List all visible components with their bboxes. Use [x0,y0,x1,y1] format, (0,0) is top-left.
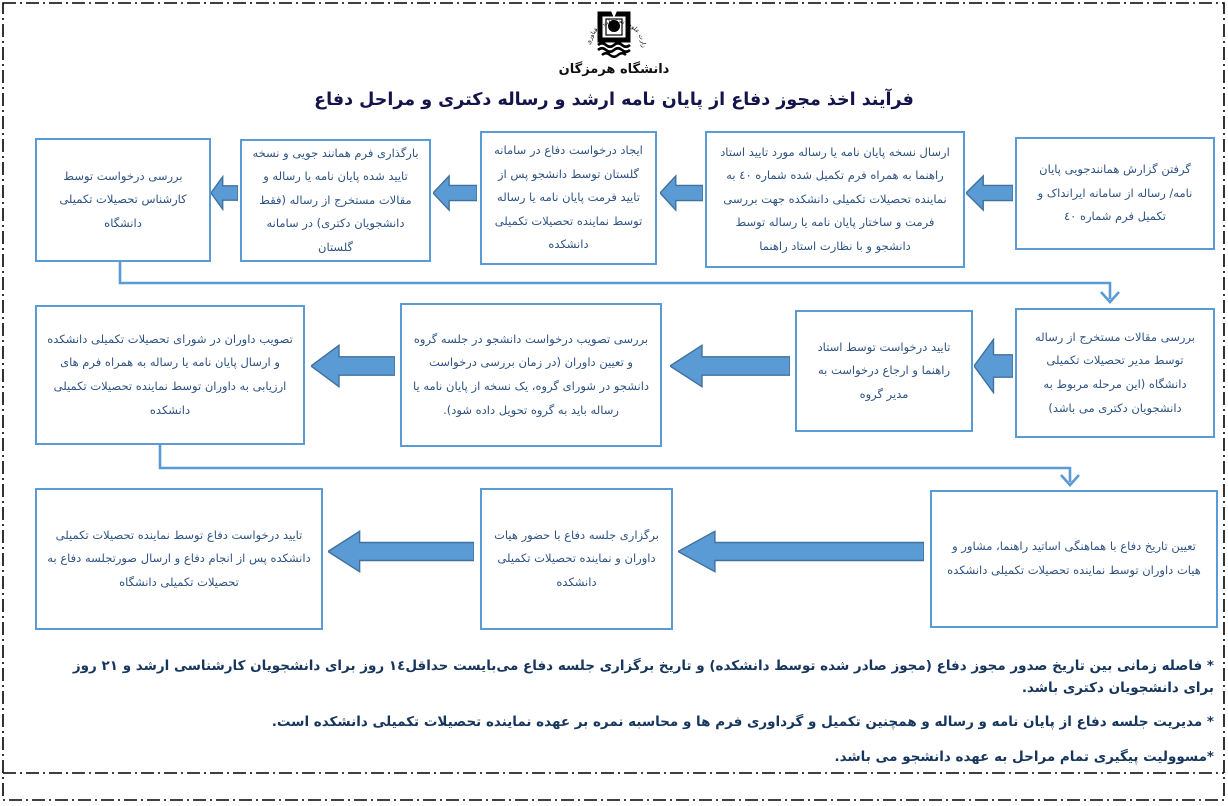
flow-step-3: ایجاد درخواست دفاع در سامانه گلستان توسط… [480,131,657,265]
note-3: *مسوولیت پیگیری تمام مراحل به عهده دانشج… [834,748,1214,765]
flow-step-5: بررسی درخواست توسط کارشناس تحصیلات تکمیل… [35,138,211,262]
connector-line [158,445,1072,482]
flow-step-2-text: ارسال نسخه پایان نامه یا رساله مورد تایی… [720,144,950,253]
ministry-logo: وزارت علوم، تحقیقات و فناوری [0,0,1228,66]
flow-step-10-text: تعیین تاریخ دفاع با هماهنگی اساتید راهنم… [947,539,1201,577]
flow-step-12: تایید درخواست دفاع توسط نماینده تحصیلات … [35,488,323,630]
flow-step-6: بررسی مقالات مستخرج از رساله توسط مدیر ت… [1015,308,1215,438]
page-title: فرآیند اخذ مجوز دفاع از پایان نامه ارشد … [314,90,914,110]
flow-step-8: بررسی تصویب درخواست دانشجو در جلسه گروه … [400,303,662,447]
flow-step-4-text: بارگذاری فرم همانند جویی و نسخه تایید شد… [252,145,419,254]
flow-step-1: گرفتن گزارش همانندجویی پایان نامه/ رساله… [1015,137,1215,250]
flow-step-8-text: بررسی تصویب درخواست دانشجو در جلسه گروه … [412,331,650,417]
arrow-left-icon [678,529,924,574]
arrow-down-icon [1060,474,1080,487]
flow-step-5-text: بررسی درخواست توسط کارشناس تحصیلات تکمیل… [59,168,187,230]
flow-step-1-text: گرفتن گزارش همانندجویی پایان نامه/ رساله… [1037,162,1193,224]
flow-step-7-text: تایید درخواست توسط استاد راهنما و ارجاع … [817,339,951,401]
arrow-left-icon [211,175,238,211]
ministry-logo-icon: وزارت علوم، تحقیقات و فناوری [566,0,647,58]
flow-step-9-text: تصویب داوران در شورای تحصیلات تکمیلی دان… [47,331,293,417]
flow-step-12-text: تایید درخواست دفاع توسط نماینده تحصیلات … [47,527,311,589]
flow-step-11: برگزاری جلسه دفاع با حضور هیات داوران و … [480,488,673,630]
flow-step-10: تعیین تاریخ دفاع با هماهنگی اساتید راهنم… [930,490,1218,628]
flow-step-6-text: بررسی مقالات مستخرج از رساله توسط مدیر ت… [1034,329,1195,415]
arrow-left-icon [670,343,790,389]
arrow-left-icon [433,174,477,212]
arrow-down-icon [1100,291,1120,304]
arrow-left-icon [660,174,703,212]
flow-step-3-text: ایجاد درخواست دفاع در سامانه گلستان توسط… [494,143,643,252]
arrow-left-icon [966,174,1013,212]
flow-step-4: بارگذاری فرم همانند جویی و نسخه تایید شد… [240,139,431,262]
footnotes: * فاصله زمانی بین تاریخ صدور مجوز دفاع (… [40,656,1214,781]
university-name: دانشگاه هرمزگان [558,62,670,77]
flow-step-9: تصویب داوران در شورای تحصیلات تکمیلی دان… [35,305,305,445]
flow-step-11-text: برگزاری جلسه دفاع با حضور هیات داوران و … [494,527,659,589]
note-1: * فاصله زمانی بین تاریخ صدور مجوز دفاع (… [72,658,1214,696]
arrow-left-icon [328,529,474,574]
arrow-left-icon [311,343,395,389]
note-2: * مدیریت جلسه دفاع از پایان نامه و رساله… [271,714,1214,731]
flow-step-7: تایید درخواست توسط استاد راهنما و ارجاع … [795,310,973,432]
flow-step-2: ارسال نسخه پایان نامه یا رساله مورد تایی… [705,131,965,268]
arrow-left-icon [974,338,1013,394]
